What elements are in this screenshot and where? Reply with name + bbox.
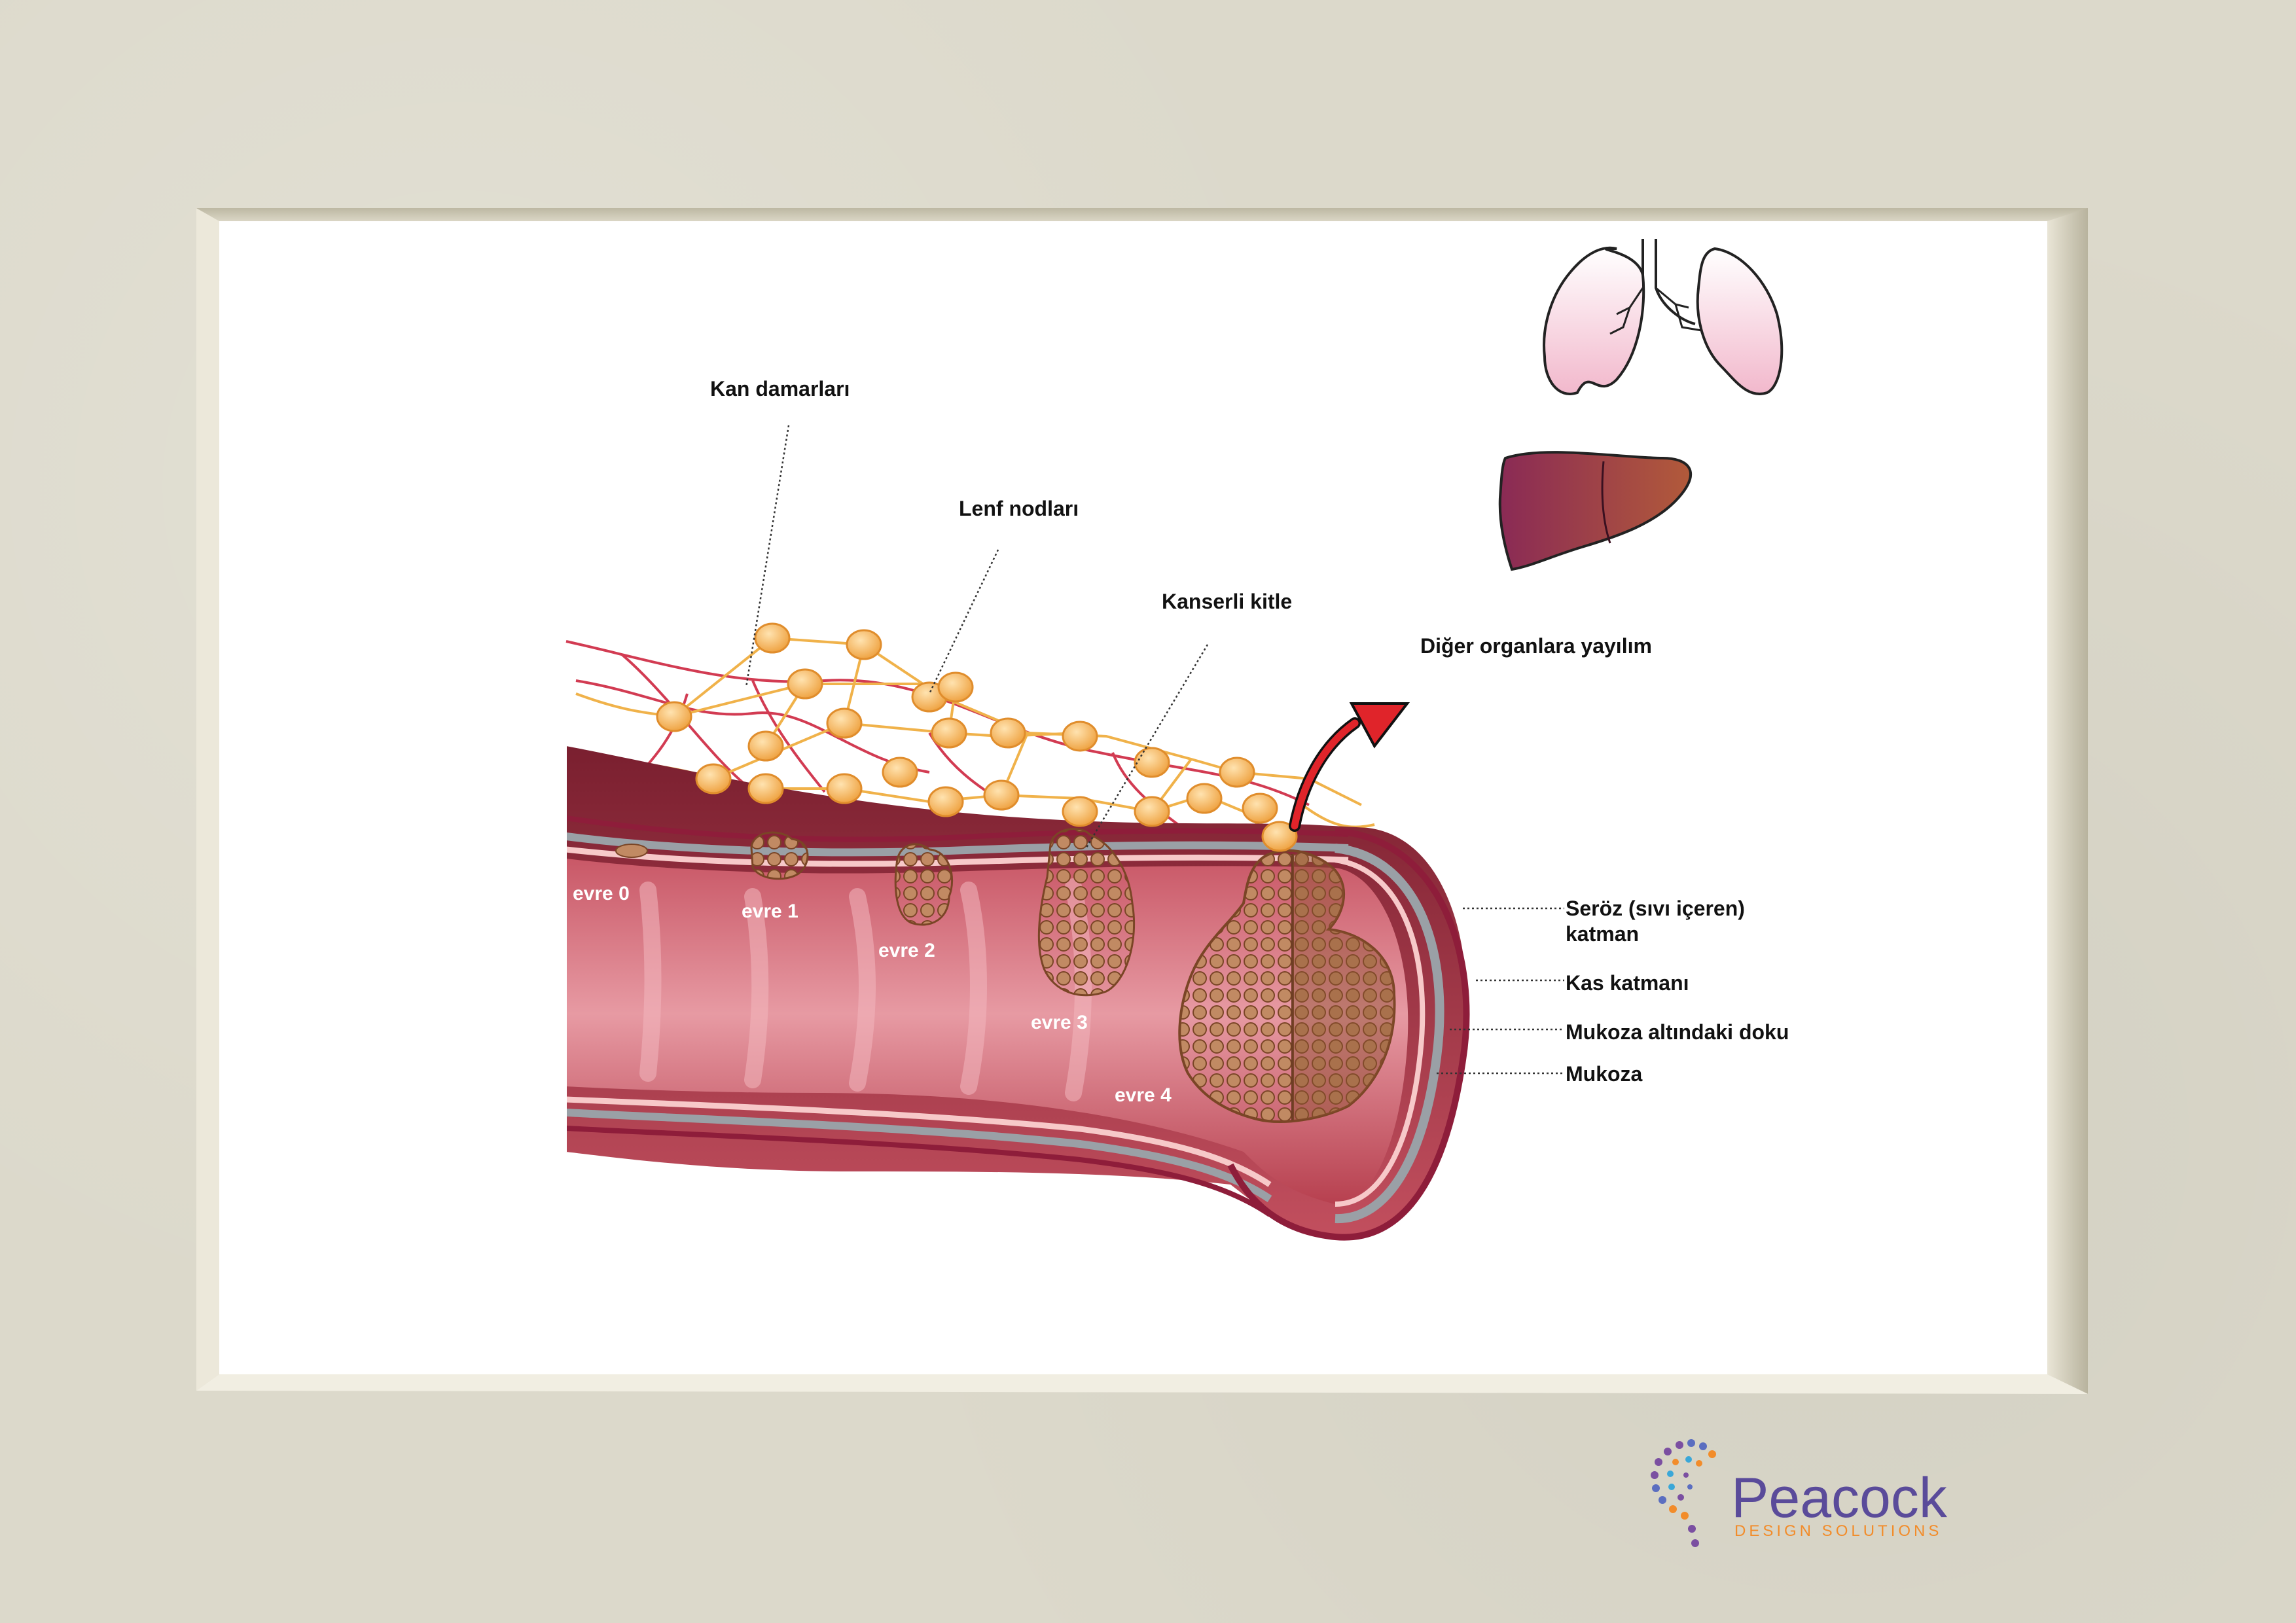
- logo-name: Peacock: [1731, 1467, 1948, 1529]
- label-cancer-mass: Kanserli kitle: [1162, 590, 1292, 613]
- mat-right-bevel: [2047, 208, 2088, 1394]
- label-lymph-nodes: Lenf nodları: [959, 497, 1079, 520]
- label-mucosa: Mukoza: [1566, 1062, 1643, 1086]
- logo-tagline: DESIGN SOLUTIONS: [1734, 1522, 1942, 1540]
- label-serosa-line1: Seröz (sıvı içeren): [1566, 897, 1745, 920]
- tumor-stage-0: [615, 844, 648, 858]
- label-serosa-line2: katman: [1566, 922, 1639, 946]
- liver-illustration: [1498, 451, 1692, 571]
- label-stage-2: evre 2: [878, 940, 935, 961]
- lymph-nodes: [656, 622, 1298, 852]
- spread-arrow: [1289, 702, 1410, 832]
- label-stage-1: evre 1: [742, 901, 798, 922]
- label-submucosa: Mukoza altındaki doku: [1566, 1020, 1789, 1044]
- label-muscle-layer: Kas katmanı: [1566, 971, 1689, 995]
- tumor-stage-3: [1037, 828, 1136, 997]
- peacock-logo: Peacock DESIGN SOLUTIONS: [1651, 1439, 1948, 1547]
- label-stage-0: evre 0: [573, 883, 630, 904]
- mat-left-bevel: [196, 208, 219, 1391]
- label-stage-3: evre 3: [1031, 1012, 1088, 1033]
- tumors: [615, 828, 1396, 1123]
- tumor-stage-4: [1178, 849, 1396, 1123]
- label-spread: Diğer organlara yayılım: [1420, 634, 1652, 658]
- label-stage-4: evre 4: [1115, 1084, 1172, 1106]
- mat-bottom-bevel: [196, 1374, 2088, 1394]
- leader-lines: [745, 425, 1564, 1075]
- label-blood-vessels: Kan damarları: [710, 377, 850, 401]
- tumor-stage-1: [750, 831, 809, 880]
- peacock-logo-mark: [1651, 1439, 1716, 1547]
- tumor-stage-2: [894, 843, 954, 926]
- lungs-illustration: [1543, 239, 1784, 395]
- picture-window: [219, 221, 2047, 1374]
